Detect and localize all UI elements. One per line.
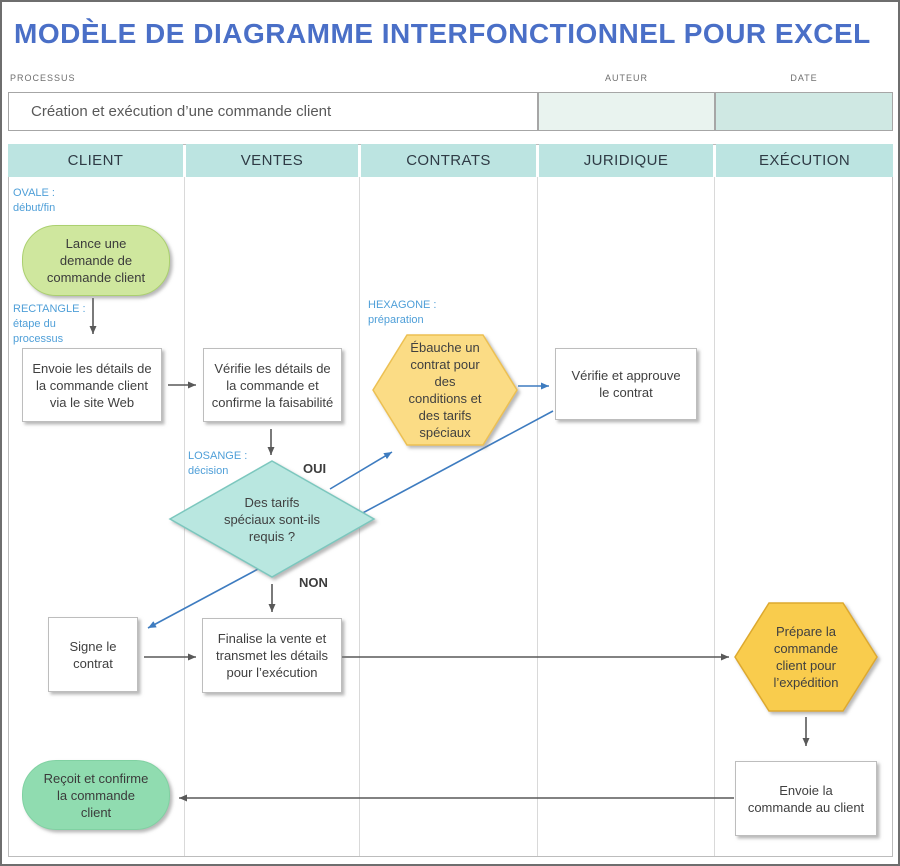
- hexagone-prepare-shape[interactable]: [734, 602, 878, 712]
- processus-field[interactable]: Création et exécution d’une commande cli…: [8, 92, 538, 131]
- auteur-label: AUTEUR: [604, 73, 648, 83]
- edge-label-non: NON: [299, 575, 328, 590]
- annotation-hexagone: HEXAGONE : préparation: [368, 299, 437, 326]
- rect-approuve-contrat[interactable]: Vérifie et approuve le contrat: [555, 348, 697, 420]
- lane-header-ventes[interactable]: VENTES: [186, 144, 358, 177]
- lane-header-client[interactable]: CLIENT: [8, 144, 183, 177]
- arrow-oui-to-ebauche: [329, 451, 393, 490]
- rect-finalise-vente[interactable]: Finalise la vente et transmet les détail…: [202, 618, 342, 693]
- date-label: DATE: [790, 73, 818, 83]
- annotation-ovale: OVALE : début/fin: [13, 187, 56, 214]
- hexagone-ebauche-shape[interactable]: [372, 334, 518, 446]
- lane-header-juridique[interactable]: JURIDIQUE: [539, 144, 713, 177]
- auteur-field[interactable]: [538, 92, 715, 131]
- processus-label: PROCESSUS: [10, 73, 76, 83]
- lane-divider: [537, 177, 538, 856]
- lane-divider: [714, 177, 715, 856]
- annotation-losange: LOSANGE : décision: [188, 450, 248, 477]
- lane-header-contrats[interactable]: CONTRATS: [361, 144, 536, 177]
- rect-envoie-commande[interactable]: Envoie la commande au client: [735, 761, 877, 836]
- rect-verifie-details[interactable]: Vérifie les détails de la commande et co…: [203, 348, 342, 422]
- rect-envoie-details[interactable]: Envoie les détails de la commande client…: [22, 348, 162, 422]
- hexagone-ebauche-label: Ébauche un contrat pour des conditions e…: [408, 340, 482, 440]
- hexagone-prepare-label: Prépare la commande client pour l’expédi…: [773, 624, 839, 690]
- annotation-rectangle: RECTANGLE : étape du processus: [13, 303, 86, 345]
- page-title: MODÈLE DE DIAGRAMME INTERFONCTIONNEL POU…: [14, 18, 871, 49]
- oval-start[interactable]: Lance une demande de commande client: [22, 225, 170, 296]
- oval-end[interactable]: Reçoit et confirme la commande client: [22, 760, 170, 830]
- lane-header-execution[interactable]: EXÉCUTION: [716, 144, 893, 177]
- losange-tarifs-shape[interactable]: [168, 460, 376, 578]
- date-field[interactable]: [715, 92, 893, 131]
- edge-label-oui: OUI: [303, 461, 327, 476]
- rect-signe-contrat[interactable]: Signe le contrat: [48, 617, 138, 692]
- losange-tarifs-label: Des tarifs spéciaux sont-ils requis ?: [223, 494, 321, 544]
